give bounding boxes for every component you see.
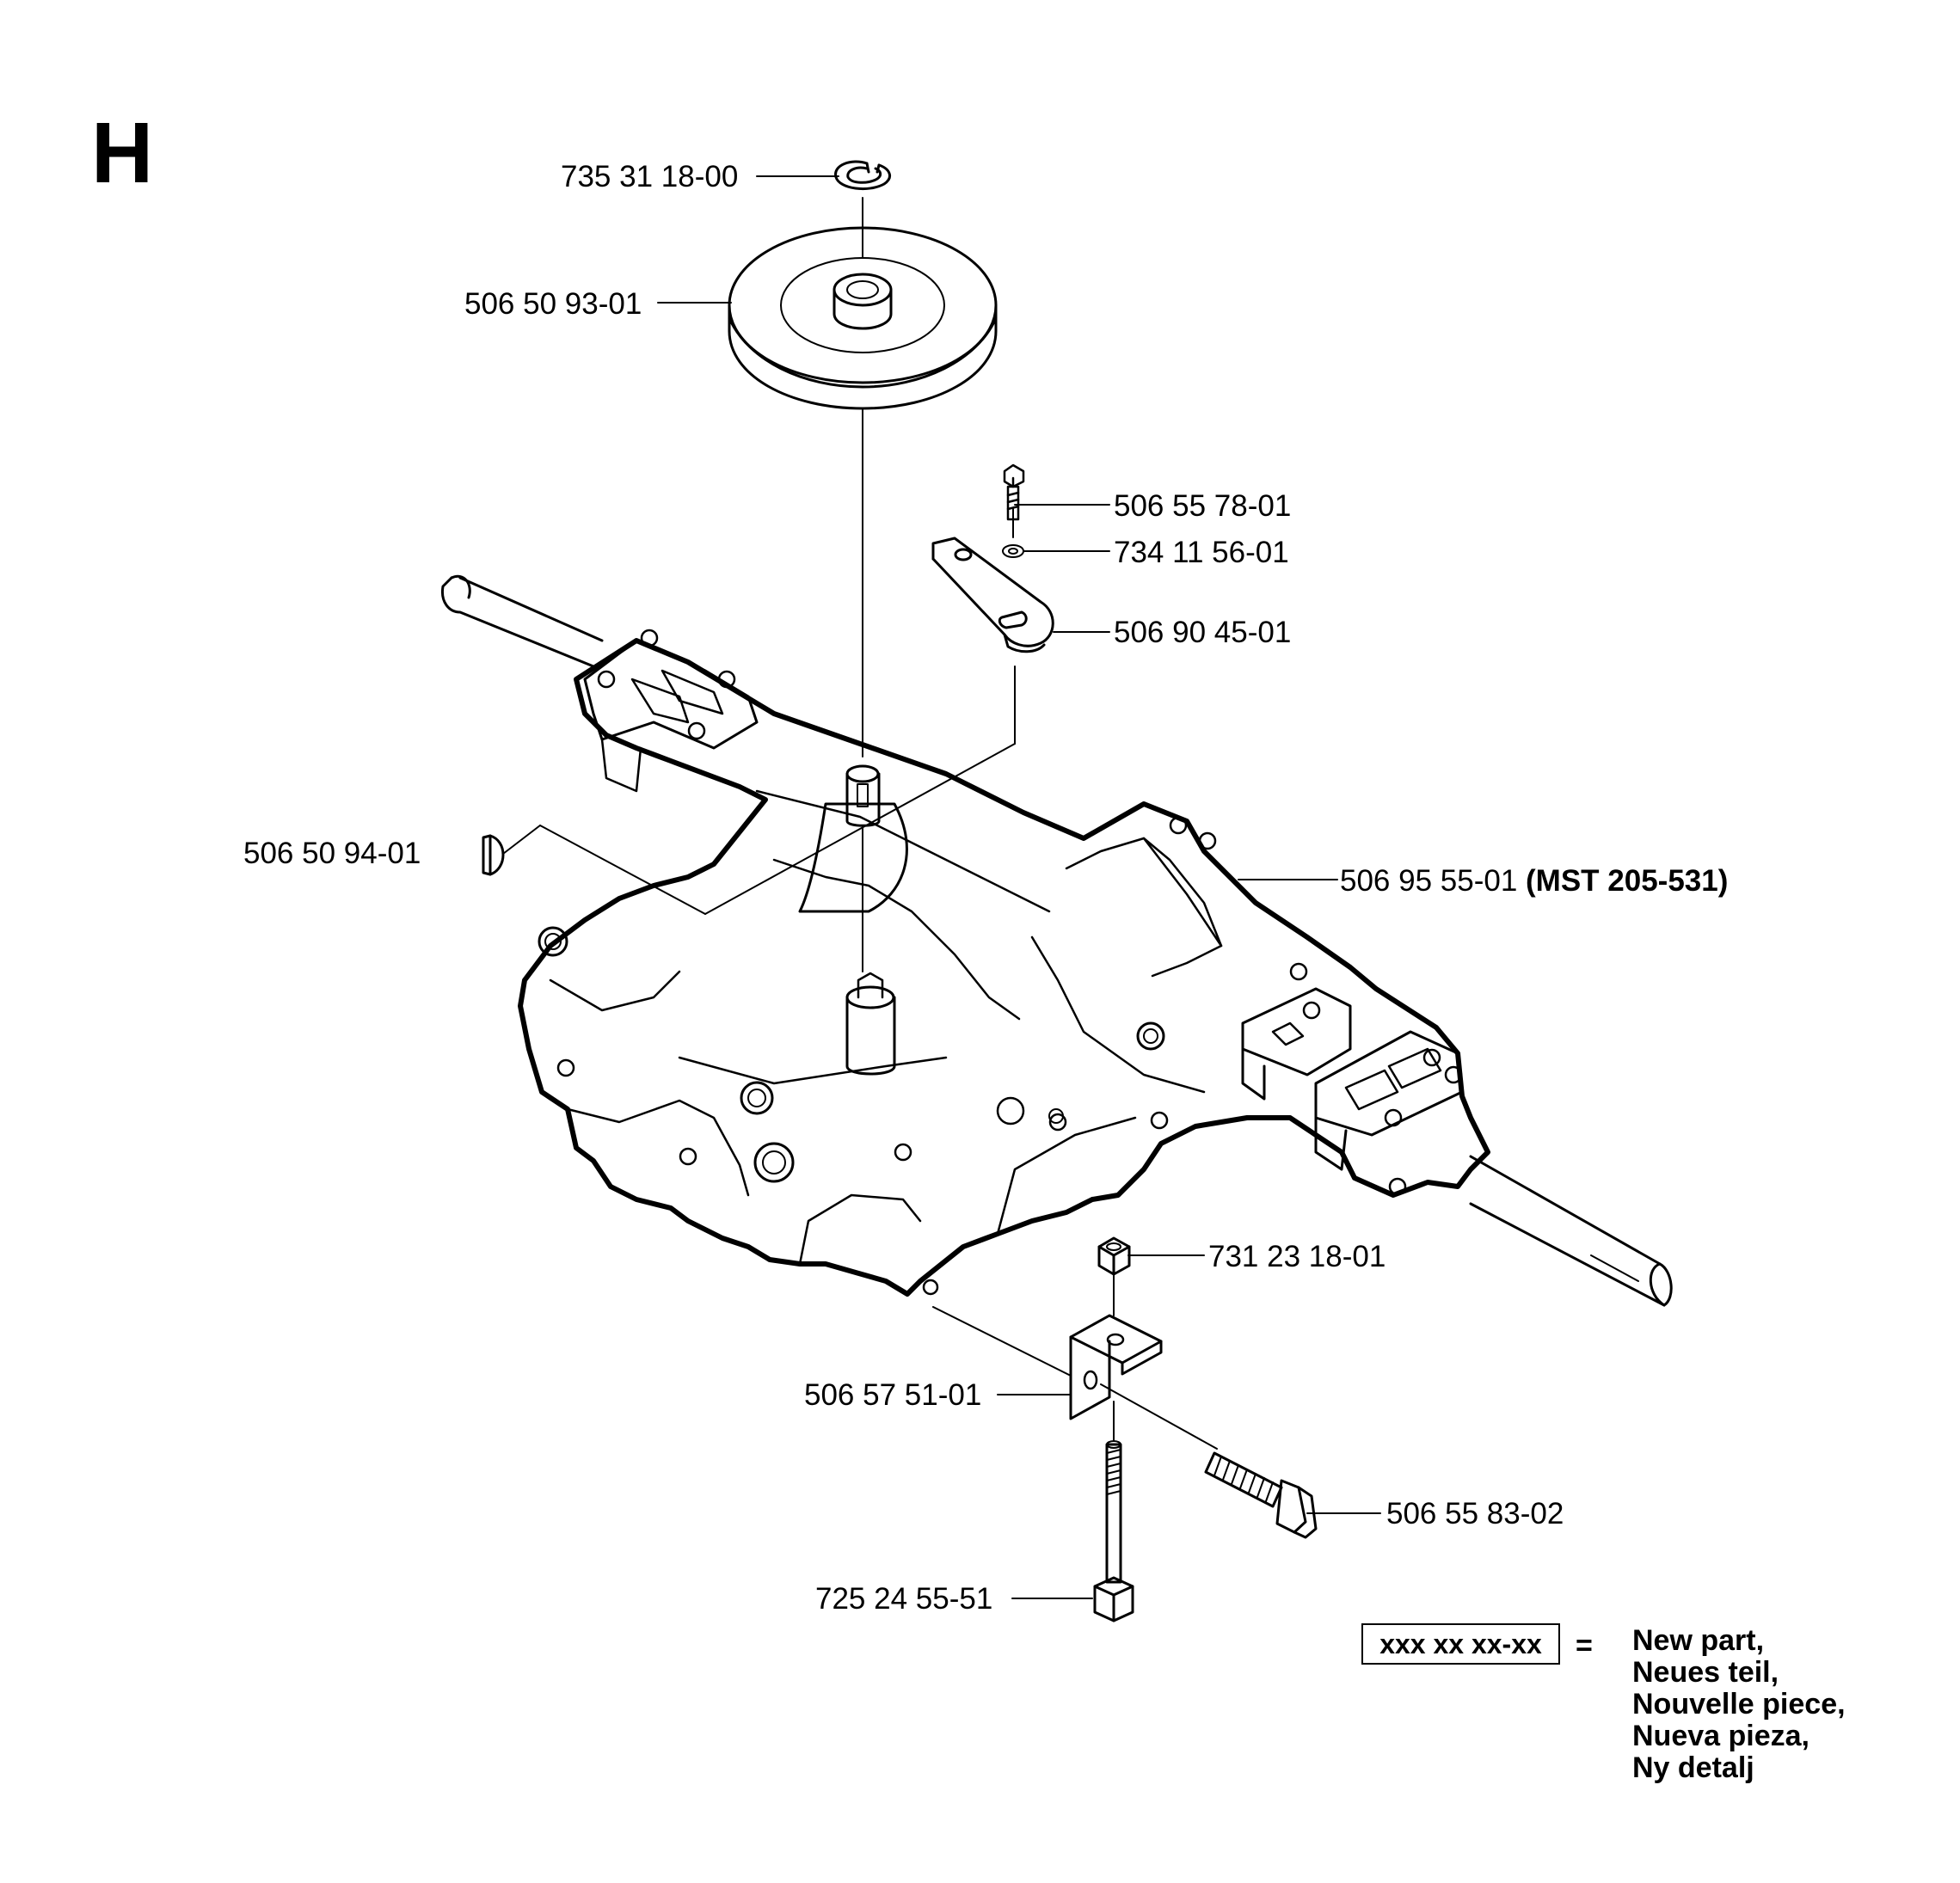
legend-box: xxx xx xx-xx [1361,1623,1560,1665]
transaxle-number: 506 95 55-01 [1340,864,1518,898]
washer-part [1002,544,1024,558]
legend-line: Nueva pieza, [1632,1720,1809,1752]
bolt-bottom-part [1093,1440,1134,1622]
arm-part [931,537,1054,653]
transaxle-suffix: (MST 205-531) [1526,864,1729,898]
label-transaxle: 506 95 55-01 (MST 205-531) [1340,866,1728,896]
key-part [482,834,505,876]
transaxle-part [440,574,1673,1307]
bolt-top-part [1003,463,1025,521]
label-bolt-top: 506 55 78-01 [1114,489,1292,523]
retaining-ring-part [834,160,892,190]
label-bolt-side: 506 55 83-02 [1386,1497,1564,1530]
label-nut: 731 23 18-01 [1208,1240,1386,1273]
label-key: 506 50 94-01 [243,837,421,870]
section-letter: H [91,105,154,201]
legend-line: New part, [1632,1624,1765,1657]
bracket-part [1069,1314,1163,1420]
label-bolt-bottom: 725 24 55-51 [815,1582,993,1616]
label-bracket: 506 57 51-01 [804,1378,982,1412]
bolt-side-part [1204,1451,1318,1539]
legend-line: Nouvelle piece, [1632,1688,1846,1720]
legend-line: Ny detalj [1632,1751,1754,1784]
label-washer: 734 11 56-01 [1114,536,1289,569]
nut-part [1097,1236,1131,1276]
label-arm: 506 90 45-01 [1114,616,1292,649]
pulley-part [728,226,998,410]
label-pulley: 506 50 93-01 [464,287,642,321]
leader-lines [502,175,1381,1599]
legend-text: New part, Neues teil, Nouvelle piece, Nu… [1632,1625,1846,1784]
legend-line: Neues teil, [1632,1656,1779,1689]
legend-equals: = [1576,1629,1593,1662]
label-retaining-ring: 735 31 18-00 [561,160,739,193]
